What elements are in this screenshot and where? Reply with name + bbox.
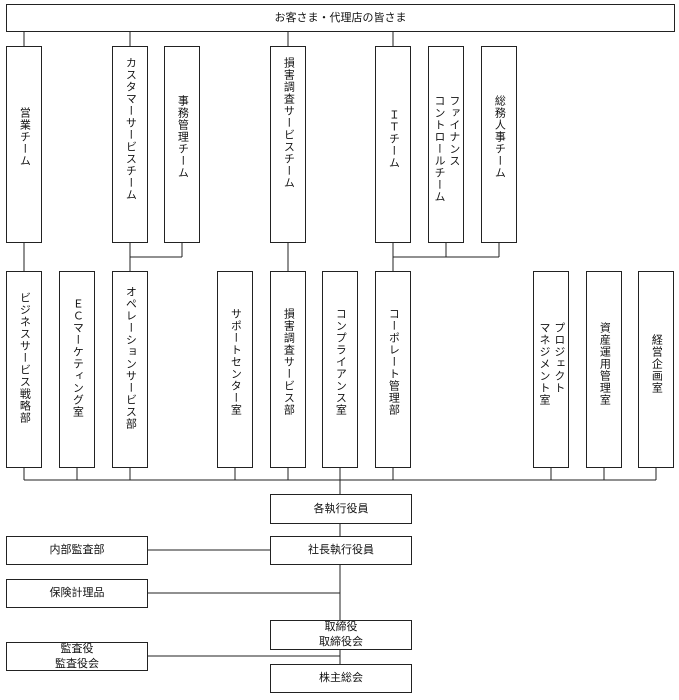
dept-project-mgmt-label: プロジェクト マネジメント室: [538, 322, 566, 406]
dept-asset-mgmt-label: 資産運用管理室: [598, 322, 612, 406]
dept-business-strategy: ビジネスサービス戦略部: [6, 271, 42, 468]
team-customer-service-label: カスタマーサービスチーム: [124, 57, 138, 201]
dept-operation-service: オペレーションサービス部: [112, 271, 148, 468]
team-finance-control: ファイナンス コントロールチーム: [428, 46, 464, 243]
shareholders-label: 株主総会: [319, 671, 363, 685]
dept-project-mgmt: プロジェクト マネジメント室: [533, 271, 569, 468]
team-soumu-label: 総務人事チーム: [493, 95, 507, 179]
board-label: 取締役 取締役会: [319, 620, 363, 648]
internal-audit-box: 内部監査部: [6, 536, 148, 565]
dept-management-planning: 経営企画室: [638, 271, 674, 468]
internal-audit-label: 内部監査部: [49, 543, 105, 557]
team-it: ＩＴチーム: [375, 46, 411, 243]
team-eigyo: 営業チーム: [6, 46, 42, 243]
dept-corporate-mgmt-label: コーポレート管理部: [387, 308, 401, 416]
dept-compliance-label: コンプライアンス室: [334, 308, 348, 416]
dept-asset-mgmt: 資産運用管理室: [586, 271, 622, 468]
customers-banner: お客さま・代理店の皆さま: [6, 4, 675, 32]
dept-management-planning-label: 経営企画室: [650, 334, 664, 394]
dept-songai-service: 損害調査サービス部: [270, 271, 306, 468]
auditors-label: 監査役 監査役会: [55, 641, 99, 670]
executives-box: 各執行役員: [270, 494, 412, 524]
team-it-label: ＩＴチーム: [387, 109, 401, 169]
president-label: 社長執行役員: [308, 543, 374, 557]
dept-compliance: コンプライアンス室: [322, 271, 358, 468]
dept-ec-marketing-label: ＥＣマーケティング室: [71, 298, 85, 418]
team-soumu: 総務人事チーム: [481, 46, 517, 243]
dept-operation-service-label: オペレーションサービス部: [124, 286, 138, 430]
dept-support-center-label: サポートセンター室: [229, 308, 243, 416]
board-box: 取締役 取締役会: [270, 620, 412, 650]
executives-label: 各執行役員: [313, 501, 369, 515]
auditors-box: 監査役 監査役会: [6, 642, 148, 671]
team-songai-service: 損害調査サービスチーム: [270, 46, 306, 243]
team-customer-service: カスタマーサービスチーム: [112, 46, 148, 243]
dept-support-center: サポートセンター室: [217, 271, 253, 468]
actuary-label: 保険計理品: [49, 586, 105, 600]
shareholders-box: 株主総会: [270, 664, 412, 693]
president-box: 社長執行役員: [270, 536, 412, 565]
dept-business-strategy-label: ビジネスサービス戦略部: [18, 292, 32, 424]
team-jimu: 事務管理チーム: [164, 46, 200, 243]
customers-label: お客さま・代理店の皆さま: [274, 10, 407, 24]
team-jimu-label: 事務管理チーム: [176, 95, 190, 179]
team-finance-control-label: ファイナンス コントロールチーム: [433, 95, 461, 203]
actuary-box: 保険計理品: [6, 579, 148, 608]
dept-corporate-mgmt: コーポレート管理部: [375, 271, 411, 468]
dept-songai-service-label: 損害調査サービス部: [282, 308, 296, 416]
team-songai-service-label: 損害調査サービスチーム: [282, 57, 296, 189]
team-eigyo-label: 営業チーム: [18, 107, 32, 167]
dept-ec-marketing: ＥＣマーケティング室: [59, 271, 95, 468]
